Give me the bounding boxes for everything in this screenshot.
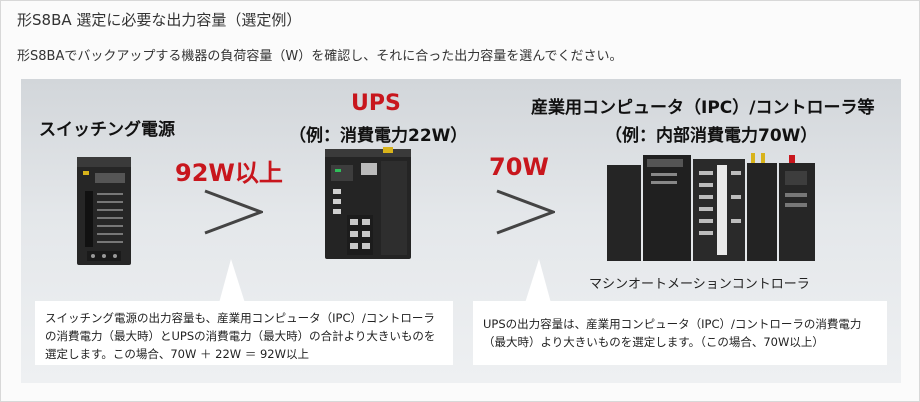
required-capacity-ups: 70W [489,153,549,181]
ups-title: UPS [351,91,401,116]
callout-pointer [525,259,551,303]
greater-than-icon [496,189,555,235]
greater-than-icon [204,189,263,235]
selection-diagram: スイッチング電源 UPS （例：消費電力22W） 産業用コンピュータ（IPC）/… [21,79,901,383]
ups-image [325,147,411,259]
ups-capacity-note: UPSの出力容量は、産業用コンピュータ（IPC）/コントローラの消費電力（最大時… [473,301,887,365]
controller-title: 産業用コンピュータ（IPC）/コントローラ等 [531,98,875,118]
controller-caption: マシンオートメーションコントローラ [589,277,810,292]
switching-power-supply-image [77,157,131,265]
page-title: 形S8BA 選定に必要な出力容量（選定例） [17,11,302,29]
switching-power-label: スイッチング電源 [39,120,175,140]
required-capacity-switching: 92W以上 [175,159,283,187]
page-description: 形S8BAでバックアップする機器の負荷容量（W）を確認し、それに合った出力容量を… [17,49,623,64]
machine-controller-image [607,153,815,261]
callout-pointer [219,259,245,303]
switching-power-note: スイッチング電源の出力容量も、産業用コンピュータ（IPC）/コントローラの消費電… [35,301,453,365]
ups-subtitle: （例：消費電力22W） [289,126,468,146]
controller-subtitle: （例：内部消費電力70W） [605,126,818,146]
